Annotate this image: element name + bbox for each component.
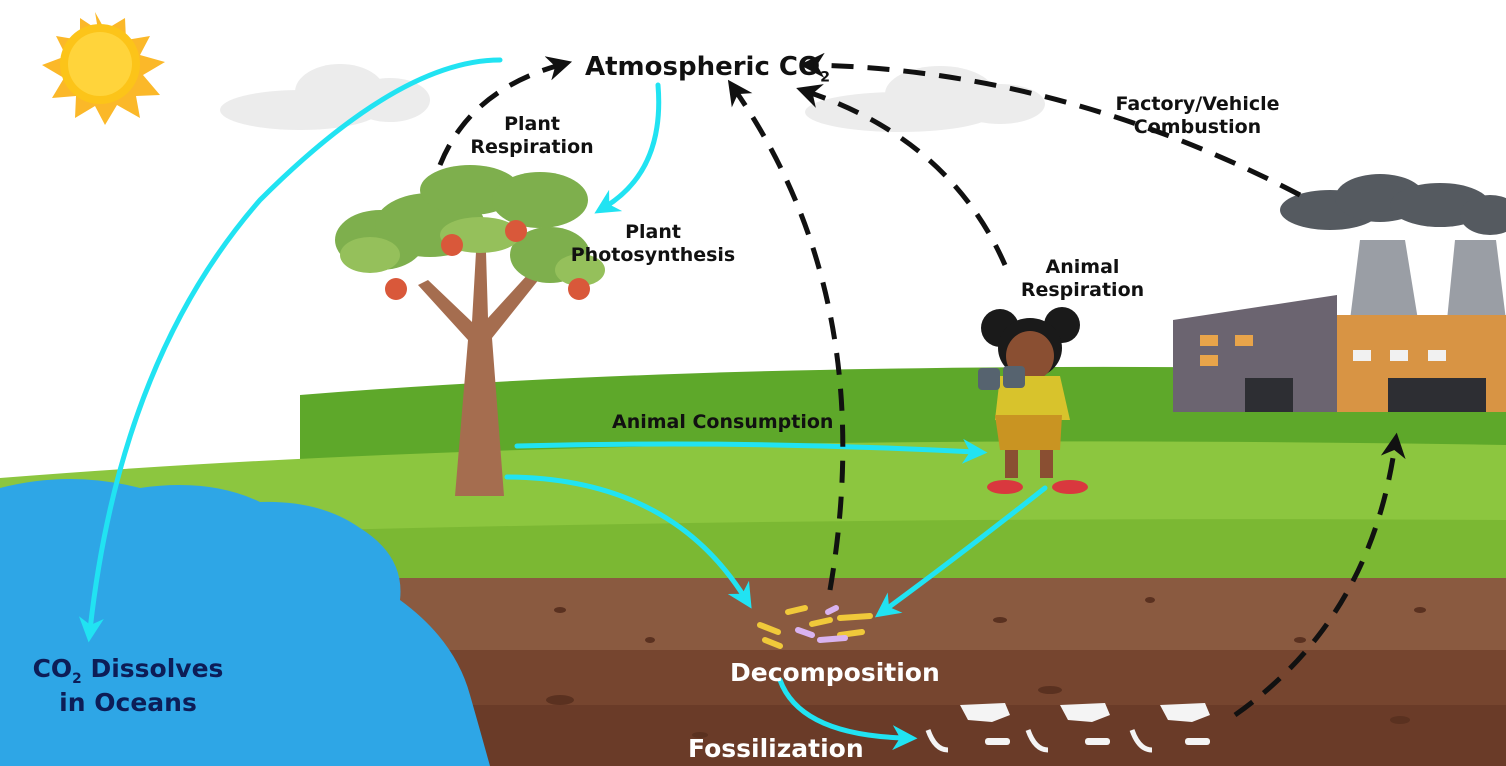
plant-photosynthesis-label: Plant Photosynthesis [570, 221, 736, 266]
animal-consumption-label: Animal Consumption [612, 411, 834, 433]
ocean-dissolve-label: CO2 Dissolves in Oceans [32, 654, 224, 717]
animal-to-decomposition-arrow [874, 485, 1048, 618]
plant-respiration-label: Plant Respiration [470, 113, 594, 158]
fossil-fuel-arrow [1233, 432, 1406, 718]
plant-respiration-arrow [437, 56, 573, 166]
atmospheric-co2-label: Atmospheric CO2 [585, 52, 831, 86]
decomposition-release-arrow [727, 79, 846, 591]
sun-icon [42, 12, 165, 125]
soil-pebbles [546, 597, 1426, 738]
animal-respiration-label: Animal Respiration [1020, 256, 1145, 301]
ocean-dissolve-arrow [78, 57, 503, 643]
ocean [0, 479, 490, 766]
cloud-icon [220, 64, 430, 130]
combustion-arrow [799, 52, 1302, 198]
girl-icon [978, 307, 1088, 494]
decomposition-label: Decomposition [730, 658, 940, 687]
photosynthesis-arrow [594, 82, 662, 214]
cloud-icon [805, 66, 1045, 132]
factory-icon [1173, 174, 1506, 412]
fossilization-arrow [777, 677, 918, 751]
plant-to-decomposition-arrow [504, 474, 752, 609]
bacteria-icon [757, 605, 873, 649]
animal-consumption-arrow [514, 438, 988, 464]
factory-combustion-label: Factory/Vehicle Combustion [1115, 93, 1280, 138]
fossilization-label: Fossilization [688, 734, 864, 763]
fossil-icon [925, 703, 1210, 753]
animal-respiration-arrow [796, 84, 1008, 267]
tree-icon [335, 165, 605, 496]
